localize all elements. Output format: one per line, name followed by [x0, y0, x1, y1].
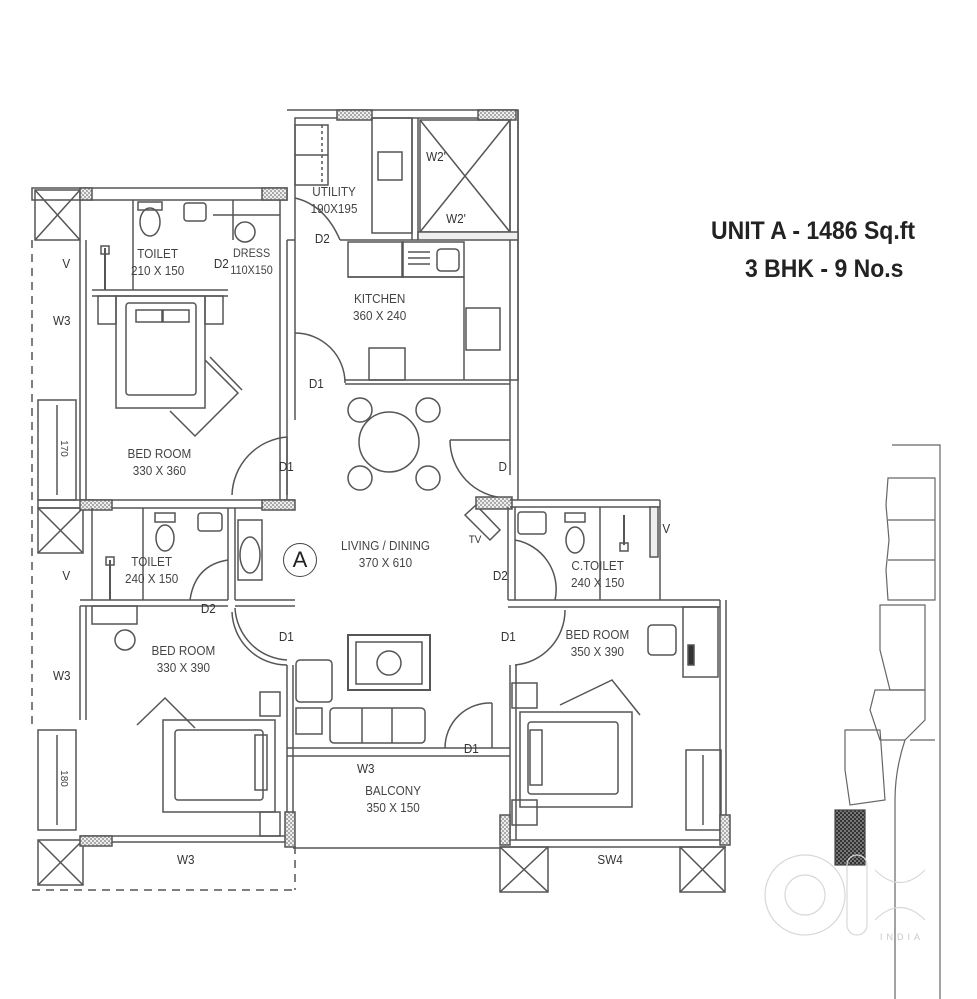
- wardrobe-dimension-180: 180: [57, 770, 69, 787]
- room-label-bedroom-2: BED ROOM 330 X 390: [152, 642, 216, 676]
- room-size: 350 X 150: [366, 800, 420, 815]
- room-name: BED ROOM: [127, 446, 192, 461]
- window-tag-sw4: SW4: [597, 852, 623, 867]
- room-size: 330 X 360: [132, 463, 187, 478]
- unit-marker: A: [283, 543, 317, 577]
- vent-tag-v-ctoilet: V: [662, 521, 671, 536]
- window-tag-w3-mid: W3: [52, 668, 71, 683]
- room-name: C.TOILET: [571, 558, 624, 573]
- window-tag-w2-bottom: W2': [446, 211, 466, 226]
- room-size: 190X195: [310, 201, 358, 216]
- room-size: 350 X 390: [570, 644, 625, 659]
- room-name: UTILITY: [312, 184, 356, 199]
- window-tag-w3-bottom: W3: [176, 852, 195, 867]
- unit-config: 3 BHK - 9 No.s: [745, 255, 904, 283]
- room-size: 240 X 150: [124, 571, 179, 586]
- olx-watermark: [764, 854, 926, 936]
- room-size: 210 X 150: [130, 263, 185, 278]
- room-name: BED ROOM: [565, 627, 630, 642]
- room-name: TOILET: [131, 554, 173, 569]
- vent-tag-v-mid: V: [62, 568, 71, 583]
- room-size: 360 X 240: [352, 308, 407, 323]
- window-tag-w3-balcony: W3: [356, 761, 375, 776]
- room-size: 240 X 150: [570, 575, 625, 590]
- window-tag-w2-top: W2': [426, 149, 446, 164]
- window-tag-w3-top: W3: [52, 313, 71, 328]
- room-label-toilet-1: TOILET 210 X 150: [131, 245, 184, 279]
- room-label-living-dining: LIVING / DINING 370 X 610: [341, 537, 430, 571]
- unit-title: UNIT A - 1486 Sq.ft: [711, 217, 916, 245]
- room-label-c-toilet: C.TOILET 240 X 150: [571, 557, 624, 591]
- room-name: TOILET: [137, 246, 179, 261]
- room-name: BED ROOM: [151, 643, 216, 658]
- door-tag-d-main: D: [498, 459, 507, 474]
- room-label-toilet-2: TOILET 240 X 150: [125, 553, 178, 587]
- room-size: 330 X 390: [156, 660, 211, 675]
- room-label-dress: DRESS 110X150: [230, 245, 272, 279]
- door-tag-d2-ctoilet: D2: [492, 568, 508, 583]
- door-tag-d1-bedroom2: D1: [278, 629, 294, 644]
- door-tag-d1-bedroom3: D1: [500, 629, 516, 644]
- tv-tag: TV: [468, 534, 482, 546]
- room-size: 370 X 610: [358, 555, 413, 570]
- room-size: 110X150: [230, 263, 273, 277]
- door-tag-d2-toilet1: D2: [213, 256, 229, 271]
- room-label-bedroom-1: BED ROOM 330 X 360: [128, 445, 192, 479]
- room-label-balcony: BALCONY 350 X 150: [365, 782, 421, 816]
- room-name: DRESS: [232, 246, 271, 260]
- room-label-bedroom-3: BED ROOM 350 X 390: [566, 626, 630, 660]
- door-tag-d1-bedroom1: D1: [278, 459, 294, 474]
- wardrobe-dimension-170: 170: [57, 440, 69, 457]
- room-name: BALCONY: [365, 783, 422, 798]
- room-label-utility: UTILITY 190X195: [311, 183, 358, 217]
- door-tag-d2-utility: D2: [314, 231, 330, 246]
- door-tag-d1-balcony: D1: [463, 741, 479, 756]
- vent-tag-v-top: V: [62, 256, 71, 271]
- room-label-kitchen: KITCHEN 360 X 240: [353, 290, 406, 324]
- door-tag-d2-toilet2: D2: [200, 601, 216, 616]
- watermark-region: INDIA: [880, 932, 925, 942]
- site-plan: [834, 444, 941, 999]
- door-tag-d1-kitchen: D1: [308, 376, 324, 391]
- room-name: KITCHEN: [353, 291, 406, 306]
- room-name: LIVING / DINING: [340, 538, 431, 553]
